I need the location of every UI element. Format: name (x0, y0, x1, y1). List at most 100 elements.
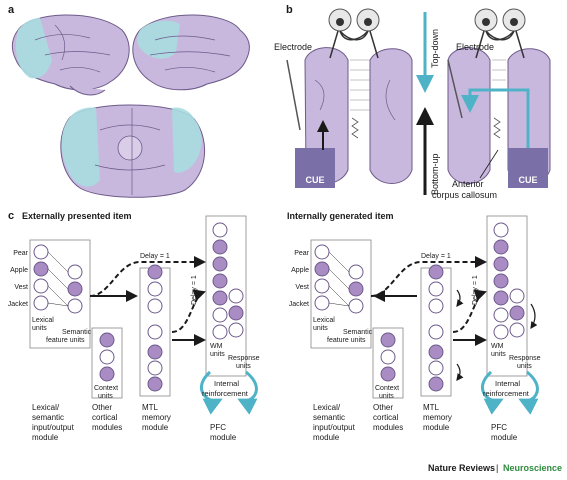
reinforcement-label-2: reinforcement (483, 389, 530, 398)
lexical-module-label: input/output (32, 423, 75, 432)
brain-lateral-left (11, 14, 130, 96)
wm-unit (493, 324, 509, 340)
electrode-probe-left (286, 59, 301, 131)
context-label: Context (94, 385, 118, 392)
anterior-pointer (479, 149, 499, 179)
mtl-loop-arrow-2 (456, 363, 464, 381)
cue-box-left (295, 148, 335, 188)
word-label: Pear (13, 250, 28, 257)
footer-publisher: Nature Reviews (428, 463, 495, 473)
semantic-label: Semantic (343, 329, 373, 336)
word-label: Jacket (289, 301, 309, 308)
word-label: Pear (294, 250, 309, 257)
pfc-module-label: PFC (491, 423, 507, 432)
reinforcement-label: Internal (495, 379, 520, 388)
pfc-module-box (486, 215, 528, 377)
bottom-up-label: Bottom-up (430, 153, 440, 195)
context-label: Context (375, 385, 399, 392)
semantic-unit (67, 281, 83, 297)
lexical-module-label: module (313, 433, 340, 442)
delay-label-top: Delay = 1 (140, 253, 170, 260)
lexical-module-box (29, 239, 91, 349)
delay-label-top: Delay = 1 (421, 253, 451, 260)
wm-unit (493, 222, 509, 238)
lexical-module-label: Lexical/ (313, 403, 341, 412)
context-unit (380, 349, 396, 365)
brain-lateral-right (132, 14, 250, 91)
mtl-module-label: module (423, 423, 450, 432)
lexical-unit (33, 295, 49, 311)
delay-label-side: Delay = 1 (472, 275, 479, 305)
response-label: Response (228, 355, 260, 362)
semantic-label-2: feature units (46, 337, 85, 344)
anterior-label-1: Anterior (452, 179, 484, 189)
reinforcement-label-2: reinforcement (202, 389, 249, 398)
network-external: PearAppleVestJacketLexicalunitsSemanticf… (8, 215, 260, 442)
context-unit (380, 332, 396, 348)
mtl-unit (147, 264, 163, 280)
mtl-unit (147, 298, 163, 314)
response-label-2: units (517, 363, 532, 370)
lexical-unit (33, 261, 49, 277)
mtl-unit (147, 324, 163, 340)
mtl-unit (428, 324, 444, 340)
response-label-2: units (236, 363, 251, 370)
other-module-label: Other (373, 403, 393, 412)
pfc-module-label: PFC (210, 423, 226, 432)
wm-unit (493, 307, 509, 323)
context-unit (99, 332, 115, 348)
wm-label-2: units (210, 351, 225, 358)
mtl-module-label: MTL (423, 403, 440, 412)
response-unit (509, 305, 525, 321)
wm-unit (212, 307, 228, 323)
semantic-label: Semantic (62, 329, 92, 336)
delay-arrow-side (171, 289, 206, 333)
internal-title: Internally generated item (287, 211, 394, 221)
response-unit (509, 288, 525, 304)
lexical-units-label: Lexical (313, 317, 335, 324)
response-unit (228, 322, 244, 338)
network-internal: PearAppleVestJacketLexicalunitsSemanticf… (289, 215, 541, 442)
semantic-unit (348, 264, 364, 280)
cue-box-right (508, 148, 548, 188)
response-label: Response (509, 355, 541, 362)
pfc-module-box (205, 215, 247, 377)
wm-unit (212, 256, 228, 272)
electrode-label-left: Electrode (274, 42, 312, 52)
other-module-label: cortical (373, 413, 399, 422)
panel-c-label: c (8, 210, 14, 222)
wm-unit (212, 239, 228, 255)
word-label: Vest (295, 284, 309, 291)
footer-separator: | (496, 463, 498, 473)
top-down-path-right (461, 88, 530, 155)
reinforcement-arrow-left (481, 370, 504, 415)
electrode-probe-right (447, 59, 463, 119)
pfc-module-label: module (491, 433, 518, 442)
reinforcement-arrow-left (200, 370, 223, 415)
wm-label: WM (491, 343, 504, 350)
wm-unit (212, 324, 228, 340)
eyes-right (474, 8, 526, 59)
wm-label-2: units (491, 351, 506, 358)
mtl-unit (428, 264, 444, 280)
response-unit (509, 322, 525, 338)
delay-arrow-side (452, 289, 487, 333)
external-title: Externally presented item (22, 211, 132, 221)
wm-unit (212, 290, 228, 306)
mtl-unit (428, 376, 444, 392)
context-module-box (91, 327, 123, 399)
mtl-unit (428, 298, 444, 314)
delay-arrow-top (89, 256, 206, 297)
context-unit (380, 366, 396, 382)
word-label: Jacket (8, 301, 28, 308)
mtl-unit (147, 344, 163, 360)
lexical-units-label-2: units (313, 325, 328, 332)
delay-label-side: Delay = 1 (191, 275, 198, 305)
cue-label-right: CUE (518, 175, 537, 185)
wm-unit (493, 273, 509, 289)
word-label: Vest (14, 284, 28, 291)
context-module-box (372, 327, 404, 399)
lexical-unit (314, 278, 330, 294)
mtl-loop-arrow (456, 289, 464, 307)
